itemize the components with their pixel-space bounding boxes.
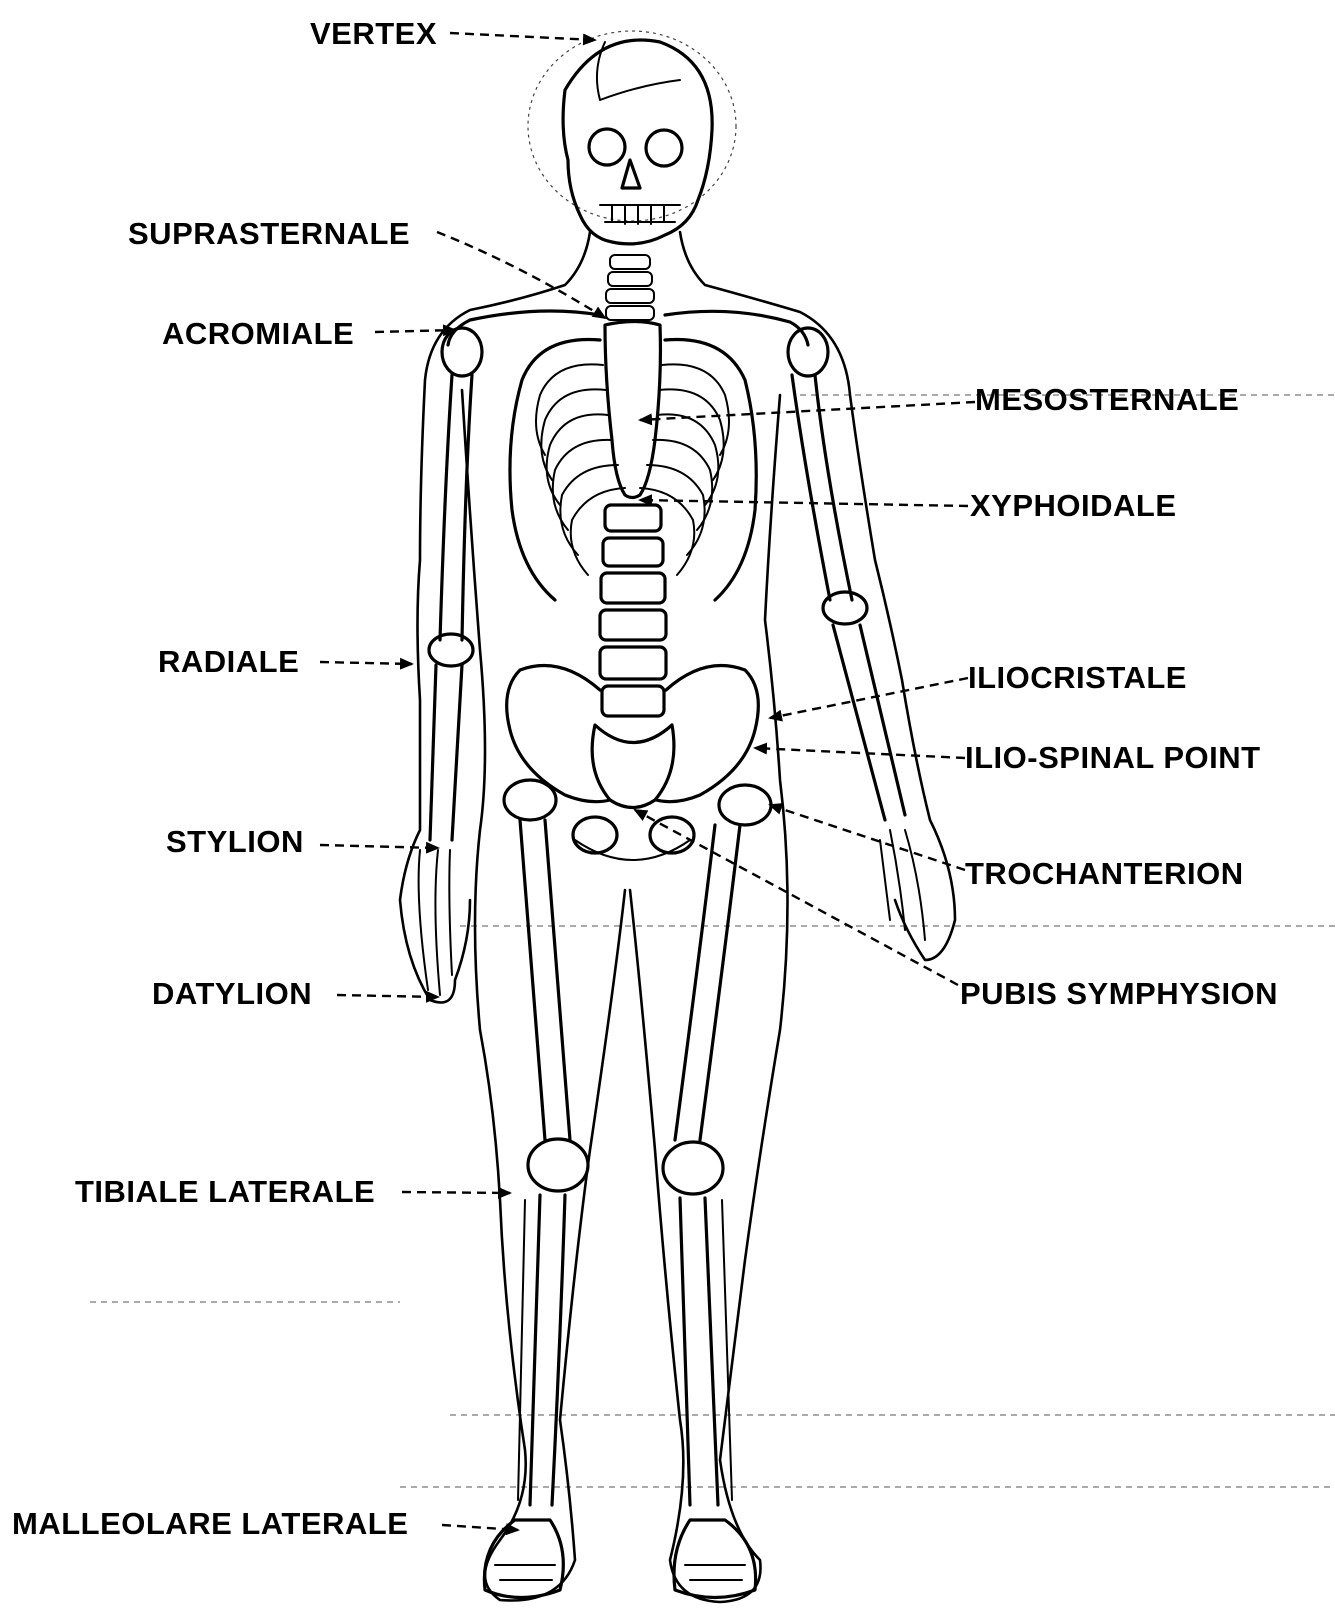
vertex-leader <box>450 33 595 40</box>
ilio-spinal-point-leader <box>755 748 965 758</box>
lower-leg-bones <box>518 1195 732 1505</box>
radiale-leader <box>320 662 412 664</box>
label-acromiale: ACROMIALE <box>162 318 354 349</box>
trochanterion-leader <box>770 805 965 870</box>
label-tibiale-laterale: TIBIALE LATERALE <box>75 1176 375 1207</box>
label-vertex: VERTEX <box>310 18 437 49</box>
mesosternale-leader <box>640 402 975 420</box>
skull <box>563 40 712 244</box>
leader-lines <box>320 33 975 1530</box>
pubis-symphysion-leader <box>635 810 958 985</box>
scan-artifact-lines <box>90 395 1335 1487</box>
label-trochanterion: TROCHANTERION <box>965 858 1244 889</box>
label-ilio-spinal-point: ILIO-SPINAL POINT <box>965 742 1261 773</box>
feet <box>484 1520 755 1598</box>
ribcage <box>510 340 756 601</box>
suprasternale-leader <box>437 232 605 318</box>
label-pubis-symphysion: PUBIS SYMPHYSION <box>960 978 1278 1009</box>
iliocristale-leader <box>770 678 968 718</box>
label-mesosternale: MESOSTERNALE <box>975 384 1239 415</box>
knees <box>528 1139 723 1194</box>
label-datylion: DATYLION <box>152 978 312 1009</box>
stylion-leader <box>320 845 438 848</box>
label-suprasternale: SUPRASTERNALE <box>128 218 410 249</box>
label-radiale: RADIALE <box>158 646 299 677</box>
lumbar-spine <box>600 505 666 716</box>
label-iliocristale: ILIOCRISTALE <box>968 662 1187 693</box>
xyphoidale-leader <box>640 500 968 506</box>
label-stylion: STYLION <box>166 826 304 857</box>
cervical-spine <box>606 255 654 320</box>
datylion-leader <box>337 995 438 997</box>
tibiale-laterale-leader <box>402 1192 510 1193</box>
label-malleolare-laterale: MALLEOLARE LATERALE <box>12 1508 408 1539</box>
sternum <box>605 322 660 498</box>
label-xyphoidale: XYPHOIDALE <box>970 490 1177 521</box>
left-arm-bones <box>419 375 473 995</box>
